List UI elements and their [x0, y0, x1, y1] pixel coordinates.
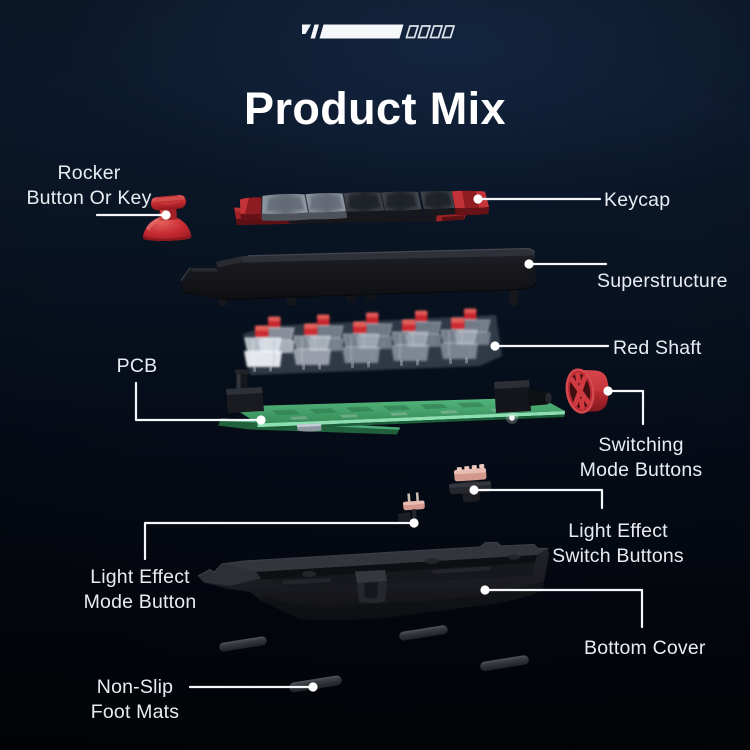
label-superstructure: Superstructure — [597, 269, 728, 294]
keycap-row-part — [234, 190, 489, 225]
pcb-part — [218, 369, 565, 435]
label-line: Mode Button — [83, 590, 197, 613]
label-non-slip-foot-mats: Non-Slip Foot Mats — [45, 675, 225, 724]
label-light-effect-mode-button: Light Effect Mode Button — [50, 565, 230, 614]
label-light-effect-switch-buttons: Light Effect Switch Buttons — [528, 519, 708, 568]
leader-switching — [607, 389, 645, 426]
label-keycap: Keycap — [604, 188, 670, 213]
label-line: Button Or Key — [26, 186, 152, 209]
leader-bottom-cover — [485, 588, 644, 629]
foot-mats-part — [219, 625, 529, 693]
label-line: Switch Buttons — [552, 544, 684, 567]
label-line: Keycap — [604, 189, 671, 211]
label-red-shaft: Red Shaft — [613, 336, 702, 361]
label-line: Bottom Cover — [584, 637, 706, 659]
label-switching-mode-buttons: Switching Mode Buttons — [551, 433, 731, 482]
label-line: PCB — [116, 355, 158, 377]
light-effect-mode-button-part — [397, 492, 425, 523]
page-title: Product Mix — [244, 83, 506, 134]
leader-dots — [161, 194, 613, 692]
label-rocker-button-or-key: Rocker Button Or Key — [8, 161, 170, 210]
label-line: Light Effect — [568, 520, 668, 542]
label-line: Red Shaft — [613, 337, 702, 359]
leader-lines — [95, 197, 645, 689]
bottom-cover-part — [197, 541, 549, 621]
leader-pcb — [134, 381, 260, 422]
label-line: Light Effect — [90, 566, 190, 588]
label-line: Mode Buttons — [579, 458, 703, 481]
label-line: Superstructure — [597, 270, 728, 292]
superstructure-part — [180, 247, 537, 306]
label-pcb: PCB — [77, 354, 197, 379]
red-shaft-switches-part — [243, 308, 502, 375]
label-line: Non-Slip — [96, 676, 174, 698]
light-effect-switch-buttons-part — [449, 464, 492, 503]
label-line: Rocker — [57, 162, 121, 184]
switching-mode-knob-part — [565, 368, 609, 414]
label-bottom-cover: Bottom Cover — [584, 636, 706, 661]
leader-light-mode — [143, 521, 413, 561]
leader-light-switch — [474, 488, 604, 510]
label-line: Switching — [598, 434, 684, 456]
label-line: Foot Mats — [90, 700, 180, 723]
speed-lines-decoration — [302, 24, 456, 39]
